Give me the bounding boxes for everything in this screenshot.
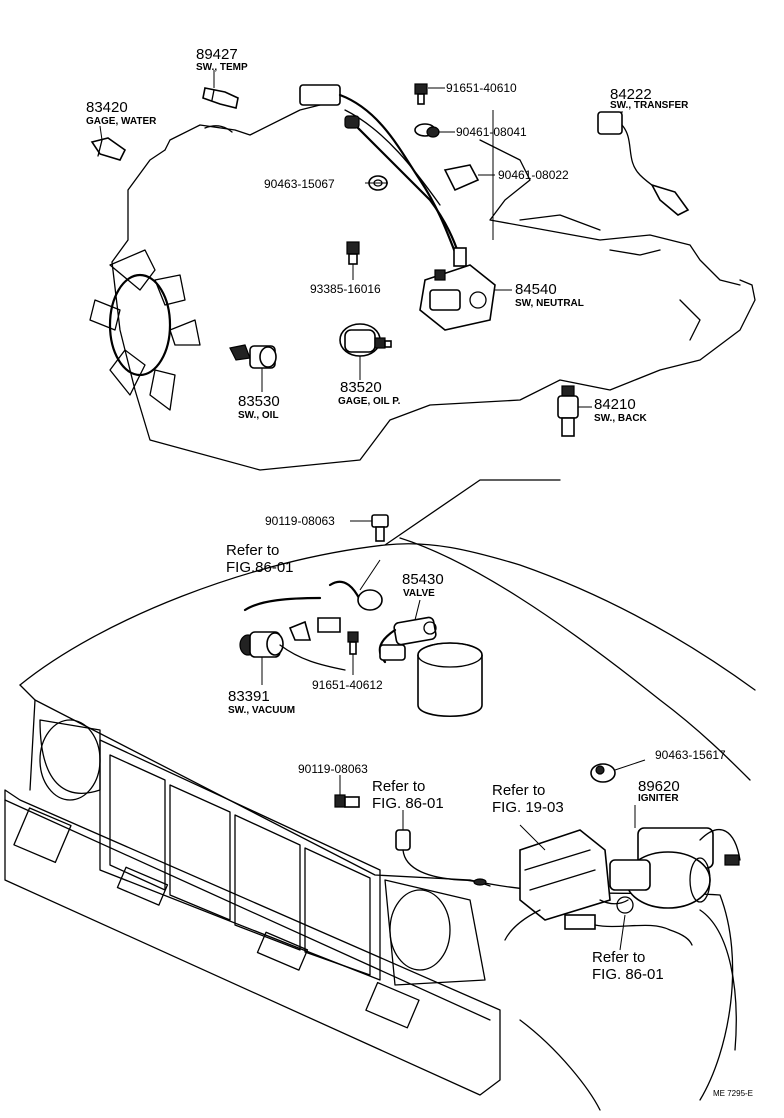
refer-label-4: Refer to FIG. 86-01 [592, 949, 664, 983]
refer-line1: Refer to [492, 782, 545, 799]
label-84210: 84210 SW., BACK [594, 396, 648, 424]
label-85430: 85430 VALVE [402, 571, 444, 599]
label-84222: 84222 SW., TRANSFER [610, 86, 689, 111]
vacuum-switch-part [239, 596, 346, 671]
refer-line1: Refer to [592, 949, 645, 966]
valve-part [378, 616, 437, 664]
refer-line2: FIG. 86-01 [592, 966, 664, 983]
part-name: SW., TEMP [196, 62, 248, 73]
part-number-91651-40610: 91651-40610 [446, 81, 517, 95]
clip-90461-08041 [414, 123, 440, 138]
refer-line2: FIG. 19-03 [492, 799, 564, 816]
label-83391: 83391 SW., VACUUM [228, 688, 295, 716]
label-83520: 83520 GAGE, OIL P. [338, 379, 401, 407]
part-number-90119-08063-b: 90119-08063 [298, 762, 368, 776]
part-name: SW., OIL [238, 410, 279, 421]
leader-lines [99, 70, 646, 951]
part-name: SW., VACUUM [228, 705, 295, 716]
temp-switch-part [202, 87, 239, 109]
transfer-switch-part [597, 111, 690, 216]
label-89427: 89427 SW., TEMP [196, 46, 248, 73]
part-name: SW, NEUTRAL [515, 298, 584, 309]
refer-line2: FIG.86-01 [226, 559, 294, 576]
part-number-90461-08022: 90461-08022 [498, 168, 569, 182]
part-name: SW., BACK [594, 413, 648, 424]
igniter-part [504, 827, 741, 946]
part-number: 83391 [228, 688, 270, 705]
neutral-switch-part [419, 247, 496, 331]
part-number: 84210 [594, 396, 636, 413]
refer-line1: Refer to [372, 778, 425, 795]
part-name: VALVE [403, 588, 435, 599]
part-number-90463-15067: 90463-15067 [264, 177, 335, 191]
front-sensor-wire [395, 829, 491, 887]
part-name: IGNITER [638, 793, 679, 804]
part-name: SW., TRANSFER [610, 100, 689, 111]
part-number-90119-08063-a: 90119-08063 [265, 514, 335, 528]
part-number: 84540 [515, 281, 557, 298]
figure-code: ME 7295-E [713, 1089, 753, 1098]
water-gage-part [90, 137, 127, 161]
fan [89, 249, 201, 411]
bolt-90119-08063-b [334, 794, 360, 808]
back-switch-part [557, 385, 579, 437]
refer-label-1: Refer to FIG.86-01 [226, 542, 294, 576]
part-number: 83530 [238, 393, 280, 410]
refer-line2: FIG. 86-01 [372, 795, 444, 812]
bolt-90119-08063-a [371, 514, 389, 542]
part-number: 85430 [402, 571, 444, 588]
refer-label-2: Refer to FIG. 86-01 [372, 778, 444, 812]
clamp-90461-08022 [443, 164, 480, 192]
part-number-91651-40612: 91651-40612 [312, 678, 383, 692]
part-number: 83520 [340, 379, 382, 396]
bolt-91651-40610 [414, 83, 428, 105]
part-number-93385-16016: 93385-16016 [310, 282, 381, 296]
oil-pressure-gage-part [339, 323, 392, 357]
vehicle-outline [4, 479, 756, 1111]
oil-switch-part [229, 344, 277, 369]
part-number: 83420 [86, 99, 128, 116]
part-number: 89620 [638, 778, 680, 795]
label-84540: 84540 SW, NEUTRAL [515, 281, 584, 309]
valve-hoses [317, 580, 383, 655]
refer-label-3: Refer to FIG. 19-03 [492, 782, 564, 816]
refer-line1: Refer to [226, 542, 279, 559]
part-number: 89427 [196, 46, 238, 63]
plug-93385-16016 [346, 241, 360, 265]
engine-outline [111, 99, 756, 471]
upper-harness [299, 84, 464, 267]
canister [417, 642, 483, 718]
part-name: GAGE, OIL P. [338, 396, 401, 407]
part-number-90461-08041: 90461-08041 [456, 125, 527, 139]
part-name: GAGE, WATER [86, 116, 157, 127]
label-83420: 83420 GAGE, WATER [86, 99, 157, 127]
label-89620: 89620 IGNITER [638, 778, 680, 804]
part-number: 84222 [610, 86, 652, 103]
label-83530: 83530 SW., OIL [238, 393, 280, 421]
part-number-90463-15617: 90463-15617 [655, 748, 726, 762]
clamp-90463-15617 [590, 763, 616, 783]
